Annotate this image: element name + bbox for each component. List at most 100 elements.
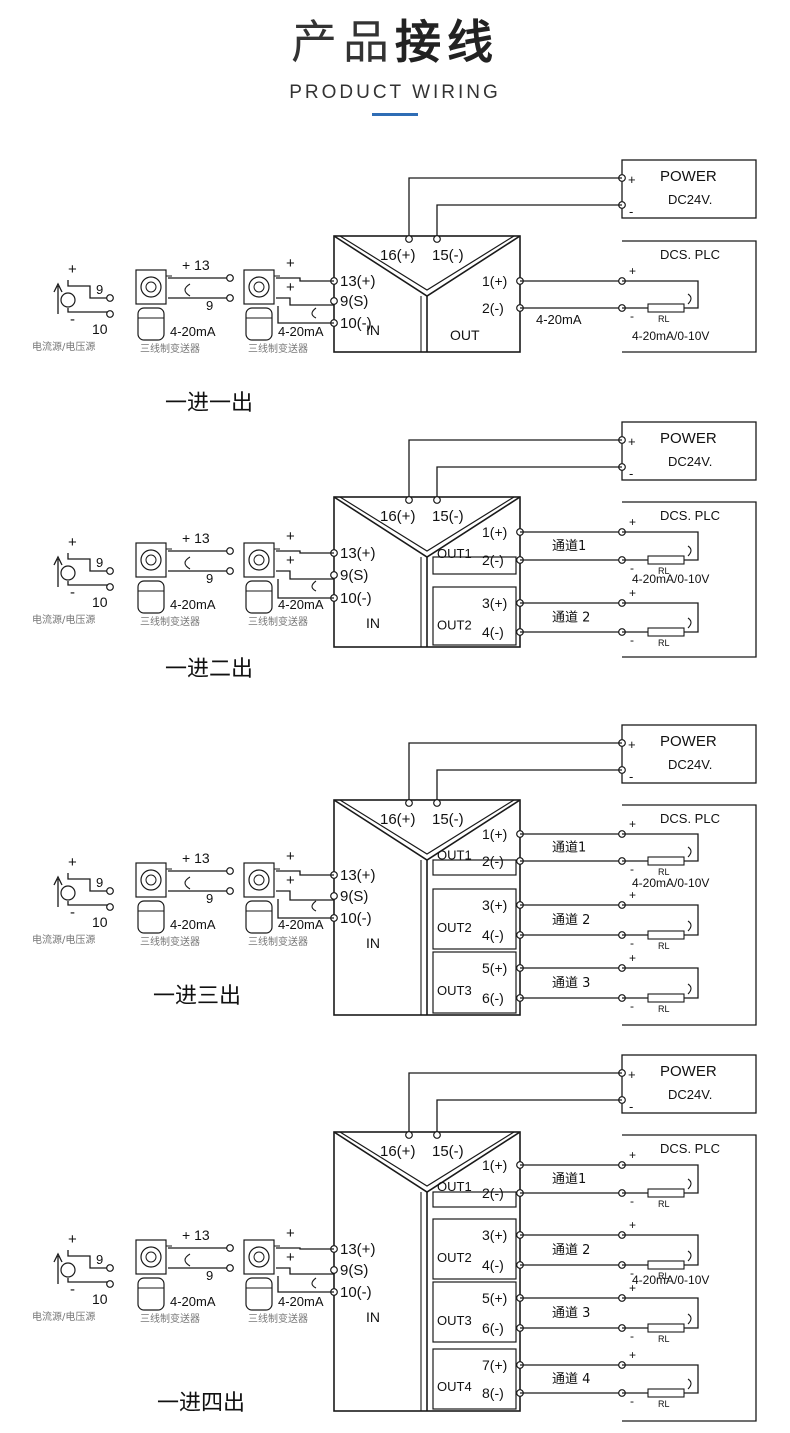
dcs-box-frame <box>622 240 757 353</box>
power-wire-minus <box>436 204 622 236</box>
load-resistor <box>647 856 685 866</box>
output-name: OUT1 <box>437 546 472 561</box>
t2-wire-13 <box>276 1247 334 1250</box>
source-terminal-10 <box>106 1280 114 1288</box>
output-neg-label: 4(-) <box>482 927 504 943</box>
channel-label: 通道1 <box>552 841 586 856</box>
rl-label: RL <box>658 1334 670 1344</box>
terminal-13-label: 13(+) <box>340 1241 375 1258</box>
power-box-frame <box>621 421 757 481</box>
module-wedge-inner <box>339 1131 515 1187</box>
t1-loop-arrow <box>184 1253 191 1267</box>
t1-13-label: + 13 <box>182 1227 210 1243</box>
terminal-10-label: 10(-) <box>340 1284 372 1301</box>
rl-label: RL <box>658 941 670 951</box>
t2-loop-arrow <box>311 1277 317 1289</box>
transmitter-1: 三线制变送器 <box>135 1239 200 1325</box>
output-channel-frame <box>432 586 517 646</box>
terminal-9s-label: 9(S) <box>340 293 368 310</box>
input-label: IN <box>366 1309 380 1325</box>
load-resistor <box>647 993 685 1003</box>
output-name: OUT2 <box>437 618 472 633</box>
t2-plus-sign-2: + <box>286 1249 295 1266</box>
output-pos-label: 5(+) <box>482 1290 507 1306</box>
output-channel-frame <box>432 859 517 876</box>
source-caption: 电流源/电压源 <box>32 340 95 353</box>
dcs-minus-sign: - <box>630 862 634 876</box>
source-terminal-9 <box>106 294 114 302</box>
output-pos-label: 1(+) <box>482 273 507 289</box>
load-resistor <box>647 303 685 313</box>
output-range-label: 4-20mA/0-10V <box>632 876 709 890</box>
output-channel-frame <box>432 951 517 1014</box>
source-wire-minus <box>67 1278 108 1283</box>
terminal-9s-label: 9(S) <box>340 888 368 905</box>
dcs-plus-sign: + <box>629 586 636 600</box>
channel-label: 通道1 <box>552 1172 586 1187</box>
t1-9-label: 9 <box>206 298 213 313</box>
terminal-16 <box>405 496 413 504</box>
terminal-15 <box>433 496 441 504</box>
transmitter-gauge <box>140 869 162 891</box>
t2-wire-10 <box>277 1276 334 1293</box>
power-label: POWER <box>660 430 717 447</box>
output-name: OUT <box>450 327 480 343</box>
output-pos-label: 1(+) <box>482 1157 507 1173</box>
rl-label: RL <box>658 638 670 648</box>
source-wire-minus <box>67 308 108 313</box>
transmitter-body <box>137 900 165 934</box>
power-plus-sign: + <box>628 434 636 449</box>
t2-wire-13 <box>276 277 334 282</box>
output-neg-label: 8(-) <box>482 1385 504 1401</box>
current-arrow <box>687 920 692 932</box>
rl-label: RL <box>658 1004 670 1014</box>
terminal-13-label: 13(+) <box>340 545 375 562</box>
t1-terminal-9 <box>226 294 234 302</box>
power-wire-plus <box>408 177 622 236</box>
load-resistor <box>647 555 685 565</box>
t2-signal-label: 4-20mA <box>278 597 324 612</box>
t1-9-label: 9 <box>206 1268 213 1283</box>
t1-13-label: + 13 <box>182 850 210 866</box>
terminal-15-label: 15(-) <box>432 1143 464 1160</box>
t2-wire-9 <box>276 570 334 580</box>
power-wire-plus <box>408 439 622 497</box>
transmitter-body <box>245 1277 273 1311</box>
current-arrow <box>687 1250 692 1262</box>
power-wire-plus <box>408 1072 622 1132</box>
t1-signal-label: 4-20mA <box>170 597 216 612</box>
t2-wire-9 <box>276 890 334 901</box>
transmitter-gauge <box>248 869 270 891</box>
dcs-minus-sign: - <box>630 1329 634 1343</box>
t2-signal-label: 4-20mA <box>278 917 324 932</box>
terminal-15-label: 15(-) <box>432 247 464 264</box>
t1-13-label: + 13 <box>182 530 210 546</box>
current-arrow <box>687 1178 692 1190</box>
t1-terminal-13 <box>226 547 234 555</box>
module-wedge-inner <box>339 235 515 291</box>
dc24v-label: DC24V. <box>668 757 712 772</box>
dcs-minus-sign: - <box>630 999 634 1013</box>
t2-wire-10 <box>277 579 334 599</box>
isolator-module: 16(+)15(-)13(+)9(S)10(-)IN <box>330 1131 521 1412</box>
transmitter-gauge-inner <box>145 1251 157 1263</box>
source-minus-sign: - <box>70 904 75 921</box>
source-9-label: 9 <box>96 875 103 890</box>
t2-plus-sign-2: + <box>286 872 295 889</box>
t1-terminal-9 <box>226 567 234 575</box>
t2-plus-sign: + <box>286 528 295 545</box>
output-channel-frame <box>432 888 517 950</box>
rl-label: RL <box>658 1399 670 1409</box>
transmitter-body <box>137 580 165 614</box>
output-pos-label: 3(+) <box>482 595 507 611</box>
load-resistor <box>647 1260 685 1270</box>
output-neg-label: 2(-) <box>482 552 504 568</box>
terminal-10-label: 10(-) <box>340 315 372 332</box>
output-neg-label: 4(-) <box>482 1257 504 1273</box>
output-neg-label: 4(-) <box>482 624 504 640</box>
